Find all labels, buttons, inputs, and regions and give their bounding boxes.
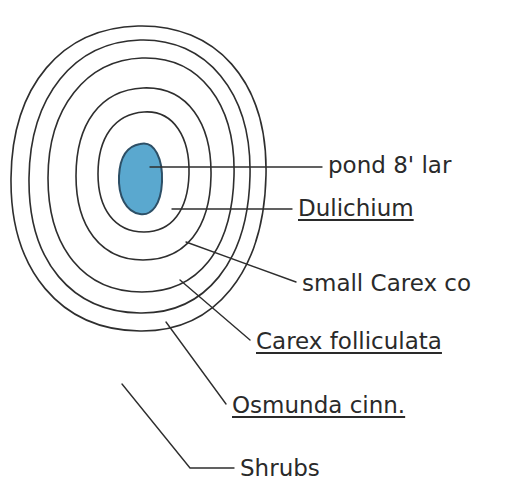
leader-line xyxy=(186,242,296,282)
ring-shrub-edge xyxy=(11,26,266,331)
leader-line xyxy=(180,280,250,340)
pond xyxy=(119,143,162,214)
zone-label: Osmunda cinn. xyxy=(232,392,405,418)
pond-label: pond 8' lar xyxy=(328,152,451,178)
zone-label: Shrubs xyxy=(240,455,320,481)
ring-dulichium xyxy=(98,112,189,232)
leader-line xyxy=(172,208,292,209)
zone-label: Dulichium xyxy=(298,195,414,221)
leader-line xyxy=(122,384,234,468)
leader-line xyxy=(150,166,322,167)
leader-line xyxy=(166,322,226,404)
ring-osmunda xyxy=(29,40,250,313)
zone-label: small Carex co xyxy=(302,270,471,296)
ring-carex-folliculata xyxy=(48,58,234,292)
ring-small-carex xyxy=(76,88,211,260)
zone-label: Carex folliculata xyxy=(256,328,442,354)
